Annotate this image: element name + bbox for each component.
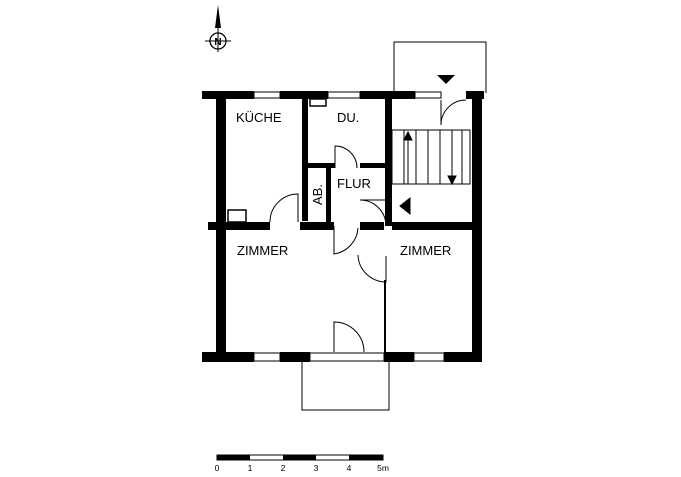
staircase bbox=[391, 129, 471, 216]
balcony bbox=[301, 362, 390, 411]
room-label-zimmer-right: ZIMMER bbox=[400, 243, 451, 258]
scale-tick-5: 5m bbox=[377, 463, 389, 473]
room-label-zimmer-left: ZIMMER bbox=[237, 243, 288, 258]
windows bbox=[253, 91, 445, 362]
scale-tick-2: 2 bbox=[281, 463, 286, 473]
room-label-flur: FLUR bbox=[337, 176, 371, 191]
entrance-arrow-icon bbox=[437, 75, 455, 84]
scale-tick-0: 0 bbox=[215, 463, 220, 473]
scale-tick-1: 1 bbox=[248, 463, 253, 473]
walls bbox=[202, 91, 484, 362]
compass-label: N bbox=[214, 37, 221, 48]
scale-tick-3: 3 bbox=[314, 463, 319, 473]
north-arrow-icon: N bbox=[205, 5, 231, 52]
doors bbox=[269, 145, 387, 353]
scale-bar: 0 1 2 3 4 5m bbox=[215, 454, 389, 473]
stair-arrow-icon bbox=[399, 196, 411, 216]
room-label-kueche: KÜCHE bbox=[236, 110, 282, 125]
scale-tick-4: 4 bbox=[347, 463, 352, 473]
room-label-dusche: DU. bbox=[337, 110, 359, 125]
room-label-abstell: AB. bbox=[310, 184, 325, 205]
entrance-porch bbox=[393, 41, 487, 126]
